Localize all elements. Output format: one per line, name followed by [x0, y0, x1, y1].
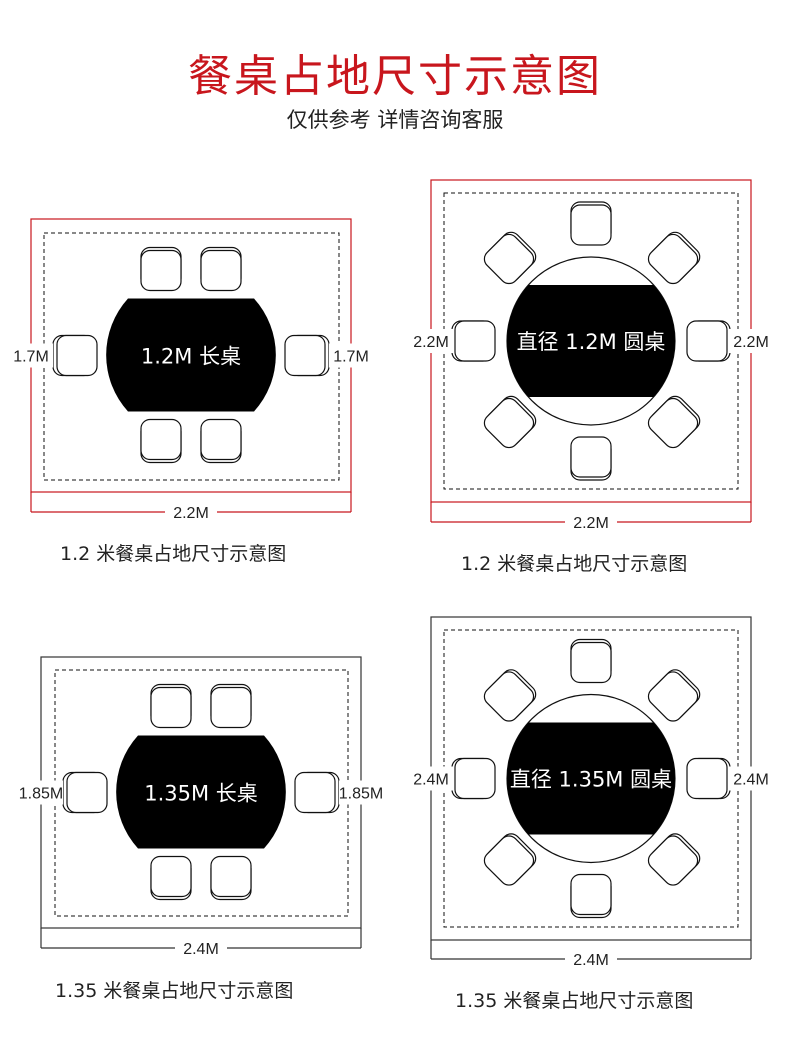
- chair-seat: [454, 320, 496, 362]
- chair-seat: [150, 686, 192, 729]
- table-top: [106, 298, 276, 412]
- chair: [570, 638, 612, 684]
- height-label-left: 1.7M: [13, 349, 49, 366]
- chair: [284, 334, 330, 377]
- chair: [150, 855, 192, 901]
- chair: [210, 683, 252, 729]
- chair-seat: [140, 418, 182, 461]
- chair-seat: [66, 771, 108, 814]
- label-bg: [19, 780, 63, 805]
- chair: [62, 771, 108, 814]
- page-subtitle: 仅供参考 详情咨询客服: [286, 108, 504, 132]
- chair: [294, 771, 340, 814]
- chair: [210, 855, 252, 901]
- width-label: 2.2M: [573, 515, 609, 532]
- height-label-left: 2.2M: [413, 334, 449, 351]
- height-label-left: 1.85M: [19, 786, 63, 803]
- width-label: 2.4M: [573, 952, 609, 969]
- chair-seat: [210, 686, 252, 729]
- chair: [451, 320, 496, 362]
- table-label: 1.35M 长桌: [144, 782, 258, 806]
- chair-seat: [483, 835, 535, 886]
- chair: [570, 873, 612, 919]
- chair-seat: [56, 334, 98, 377]
- chair: [140, 246, 182, 292]
- width-label: 2.4M: [183, 941, 219, 958]
- chair: [483, 833, 537, 886]
- diagram-caption: 1.35 米餐桌占地尺寸示意图: [455, 990, 693, 1012]
- chair-seat: [647, 397, 699, 449]
- diagram-3: 1.35M 长桌 2.4M 1.85M 1.85M 1.35 米餐桌占地尺寸示意图: [19, 656, 383, 1002]
- chair: [200, 246, 242, 292]
- label-bg: [409, 766, 453, 791]
- table-label-band: [507, 722, 675, 835]
- height-label-right: 1.85M: [339, 786, 383, 803]
- chair: [647, 395, 701, 449]
- chair-seat: [140, 249, 182, 292]
- label-bg: [565, 949, 617, 969]
- chair: [686, 320, 731, 362]
- table-top: [116, 735, 286, 849]
- chair-seat: [284, 334, 326, 377]
- height-label-right: 2.4M: [733, 772, 769, 789]
- chair-seat: [647, 233, 699, 285]
- chair-seat: [686, 320, 728, 362]
- chair: [140, 418, 182, 464]
- height-label-right: 1.7M: [333, 349, 369, 366]
- chair: [52, 334, 98, 377]
- chair-seat: [570, 436, 612, 478]
- chair: [483, 669, 537, 722]
- chair: [647, 833, 701, 886]
- diagram-caption: 1.2 米餐桌占地尺寸示意图: [461, 553, 687, 575]
- height-label-right: 2.2M: [733, 334, 769, 351]
- chair: [686, 757, 731, 800]
- diagram-2: 直径 1.2M 圆桌 2.2M 2.2M 2.2M 1.2 米餐桌占地尺寸示意图: [409, 179, 773, 575]
- label-bg: [729, 329, 773, 353]
- chair: [150, 683, 192, 729]
- chair: [483, 395, 537, 449]
- height-label-left: 2.4M: [413, 772, 449, 789]
- table-label: 直径 1.2M 圆桌: [517, 330, 666, 354]
- chair-seat: [647, 671, 699, 722]
- chair-seat: [570, 204, 612, 246]
- chair-seat: [210, 855, 252, 898]
- width-label: 2.2M: [173, 505, 209, 522]
- page-title: 餐桌占地尺寸示意图: [188, 51, 602, 102]
- chair-seat: [294, 771, 336, 814]
- label-bg: [9, 343, 53, 368]
- chair: [200, 418, 242, 464]
- diagram-caption: 1.2 米餐桌占地尺寸示意图: [60, 543, 286, 565]
- diagram-caption: 1.35 米餐桌占地尺寸示意图: [55, 980, 293, 1002]
- chair: [647, 231, 701, 285]
- label-bg: [729, 766, 773, 791]
- table-label-band: [507, 285, 675, 397]
- chair-seat: [483, 671, 535, 722]
- chair: [451, 757, 496, 800]
- chair: [647, 669, 701, 722]
- chair-seat: [200, 249, 242, 292]
- label-bg: [409, 329, 453, 353]
- diagram-1: 1.2M 长桌 2.2M 1.7M 1.7M 1.2 米餐桌占地尺寸示意图: [9, 218, 373, 565]
- chair-seat: [570, 873, 612, 916]
- chair: [570, 201, 612, 246]
- chair-seat: [570, 641, 612, 684]
- label-bg: [165, 502, 217, 522]
- label-bg: [175, 938, 227, 958]
- label-bg: [565, 512, 617, 532]
- table-label: 直径 1.35M 圆桌: [510, 768, 672, 792]
- chair: [570, 436, 612, 481]
- chair: [483, 231, 537, 285]
- chair-seat: [150, 855, 192, 898]
- table-label: 1.2M 长桌: [141, 345, 241, 369]
- label-bg: [339, 780, 383, 805]
- label-bg: [329, 343, 373, 368]
- chair-seat: [686, 757, 728, 800]
- chair-seat: [647, 835, 699, 886]
- chair-seat: [200, 418, 242, 461]
- chair-seat: [483, 233, 535, 285]
- chair-seat: [454, 757, 496, 800]
- chair-seat: [483, 397, 535, 449]
- diagram-4: 直径 1.35M 圆桌 2.4M 2.4M 2.4M 1.35 米餐桌占地尺寸示意图: [409, 616, 773, 1012]
